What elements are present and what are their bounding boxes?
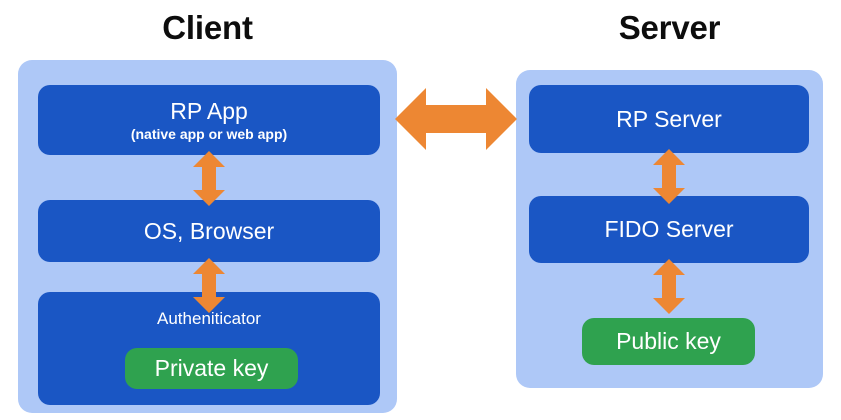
bidirectional-horizontal-arrow-icon (395, 88, 517, 150)
public-key-box[interactable]: Public key (582, 318, 755, 365)
server-column-title: Server (618, 9, 721, 46)
client-column-title: Client (162, 9, 253, 46)
private-key-box[interactable]: Private key (125, 348, 298, 389)
rp-app-box[interactable]: RP App (native app or web app) (38, 85, 380, 155)
rp-app-title: RP App (170, 97, 248, 124)
bidirectional-vertical-arrow-icon (653, 259, 685, 314)
bidirectional-vertical-arrow-icon (653, 149, 685, 204)
os-browser-box[interactable]: OS, Browser (38, 200, 380, 262)
fido-server-box[interactable]: FIDO Server (529, 196, 809, 263)
rp-server-box[interactable]: RP Server (529, 85, 809, 153)
public-key-label: Public key (616, 328, 721, 354)
fido-server-title: FIDO Server (604, 216, 734, 242)
rp-app-subtitle: (native app or web app) (130, 125, 288, 142)
bidirectional-vertical-arrow-icon (193, 151, 225, 206)
authenticator-title: Autheniticator (157, 309, 261, 328)
private-key-label: Private key (154, 355, 269, 381)
bidirectional-vertical-arrow-icon (193, 258, 225, 313)
os-browser-title: OS, Browser (143, 217, 275, 244)
rp-server-title: RP Server (616, 105, 722, 132)
